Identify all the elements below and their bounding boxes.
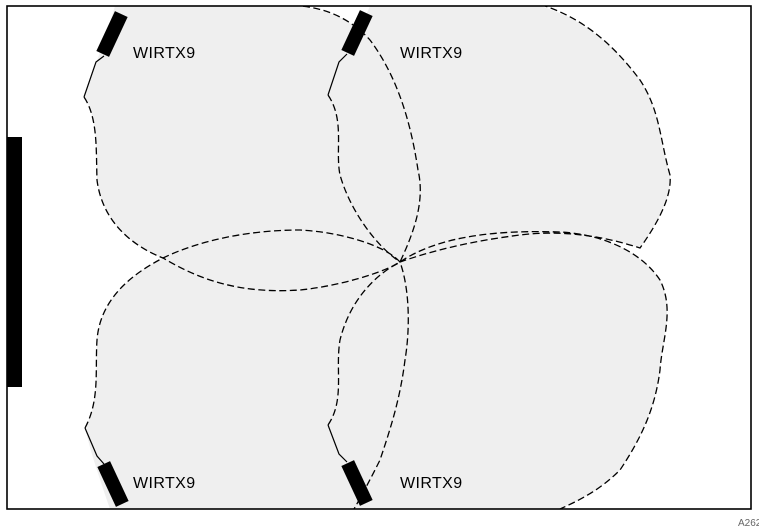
coverage-lobe-top-left <box>84 6 421 291</box>
transmitter-device-icon <box>96 11 128 57</box>
transmitter-lead-wire <box>83 55 105 98</box>
transmitter-bottom-right: WIRTX9 <box>327 424 463 506</box>
wall-bar <box>7 137 22 387</box>
transmitter-device-icon <box>341 460 373 506</box>
coverage-outline-bottom-left <box>84 229 409 510</box>
coverage-lobe-bottom-right <box>328 231 668 509</box>
coverage-lobe-top-right <box>328 6 671 262</box>
transmitter-label: WIRTX9 <box>133 45 196 62</box>
coverage-outlines <box>83 5 671 510</box>
transmitter-top-left: WIRTX9 <box>83 11 196 98</box>
transmitter-bottom-left: WIRTX9 <box>84 427 196 507</box>
transmitter-label: WIRTX9 <box>400 475 463 492</box>
coverage-fills <box>84 6 671 509</box>
transmitter-device-icon <box>97 461 129 507</box>
transmitter-label: WIRTX9 <box>400 45 463 62</box>
coverage-lobe-bottom-left <box>85 230 409 509</box>
coverage-outline-top-left <box>83 5 421 292</box>
coverage-outline-bottom-right <box>327 230 668 510</box>
transmitter-lead-wire <box>327 53 348 96</box>
transmitter-device-icon <box>341 10 373 56</box>
transmitter-label: WIRTX9 <box>133 475 196 492</box>
transmitter-top-right: WIRTX9 <box>327 10 463 96</box>
transmitter-lead-wire <box>84 427 105 465</box>
figure-reference-code: A262 <box>738 518 759 529</box>
transmitter-lead-wire <box>327 424 348 463</box>
